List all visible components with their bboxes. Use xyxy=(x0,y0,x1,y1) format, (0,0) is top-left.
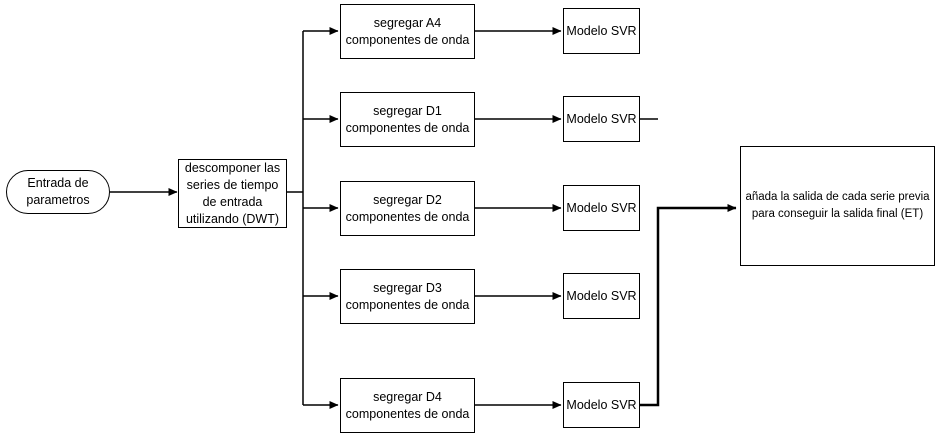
svr-model-label: Modelo SVR xyxy=(566,200,637,215)
start-node-label: Entrada de parametros xyxy=(26,176,90,207)
segregate-d3-box: segregar D3 componentes de onda xyxy=(340,269,475,324)
segregate-d2-label: segregar D2 componentes de onda xyxy=(345,192,470,224)
decompose-dwt-label: descomponer las series de tiempo de entr… xyxy=(184,160,281,226)
segregate-d2-box: segregar D2 componentes de onda xyxy=(340,181,475,236)
svr-model-box-d2: Modelo SVR xyxy=(563,185,640,231)
svr-model-box-d4: Modelo SVR xyxy=(563,382,640,428)
svr-model-box-d3: Modelo SVR xyxy=(563,273,640,319)
svr-model-label: Modelo SVR xyxy=(566,288,637,303)
output-node: añada la salida de cada serie previa par… xyxy=(740,146,935,266)
segregate-d4-label: segregar D4 componentes de onda xyxy=(345,389,470,421)
segregate-a4-label: segregar A4 componentes de onda xyxy=(345,15,470,47)
segregate-d1-box: segregar D1 componentes de onda xyxy=(340,92,475,147)
svr-model-label: Modelo SVR xyxy=(566,23,637,38)
svr-model-box-a4: Modelo SVR xyxy=(563,8,640,54)
svr-model-label: Modelo SVR xyxy=(566,397,637,412)
segregate-d1-label: segregar D1 componentes de onda xyxy=(345,103,470,135)
arrow-svr-to-output xyxy=(640,204,737,407)
start-node: Entrada de parametros xyxy=(6,170,110,214)
svr-model-box-d1: Modelo SVR xyxy=(563,96,640,142)
svr-model-label: Modelo SVR xyxy=(566,111,637,126)
segregate-d4-box: segregar D4 componentes de onda xyxy=(340,378,475,433)
segregate-a4-box: segregar A4 componentes de onda xyxy=(340,4,475,59)
segregate-d3-label: segregar D3 componentes de onda xyxy=(345,280,470,312)
output-node-label: añada la salida de cada serie previa par… xyxy=(745,191,930,220)
decompose-dwt-node: descomponer las series de tiempo de entr… xyxy=(178,159,287,228)
